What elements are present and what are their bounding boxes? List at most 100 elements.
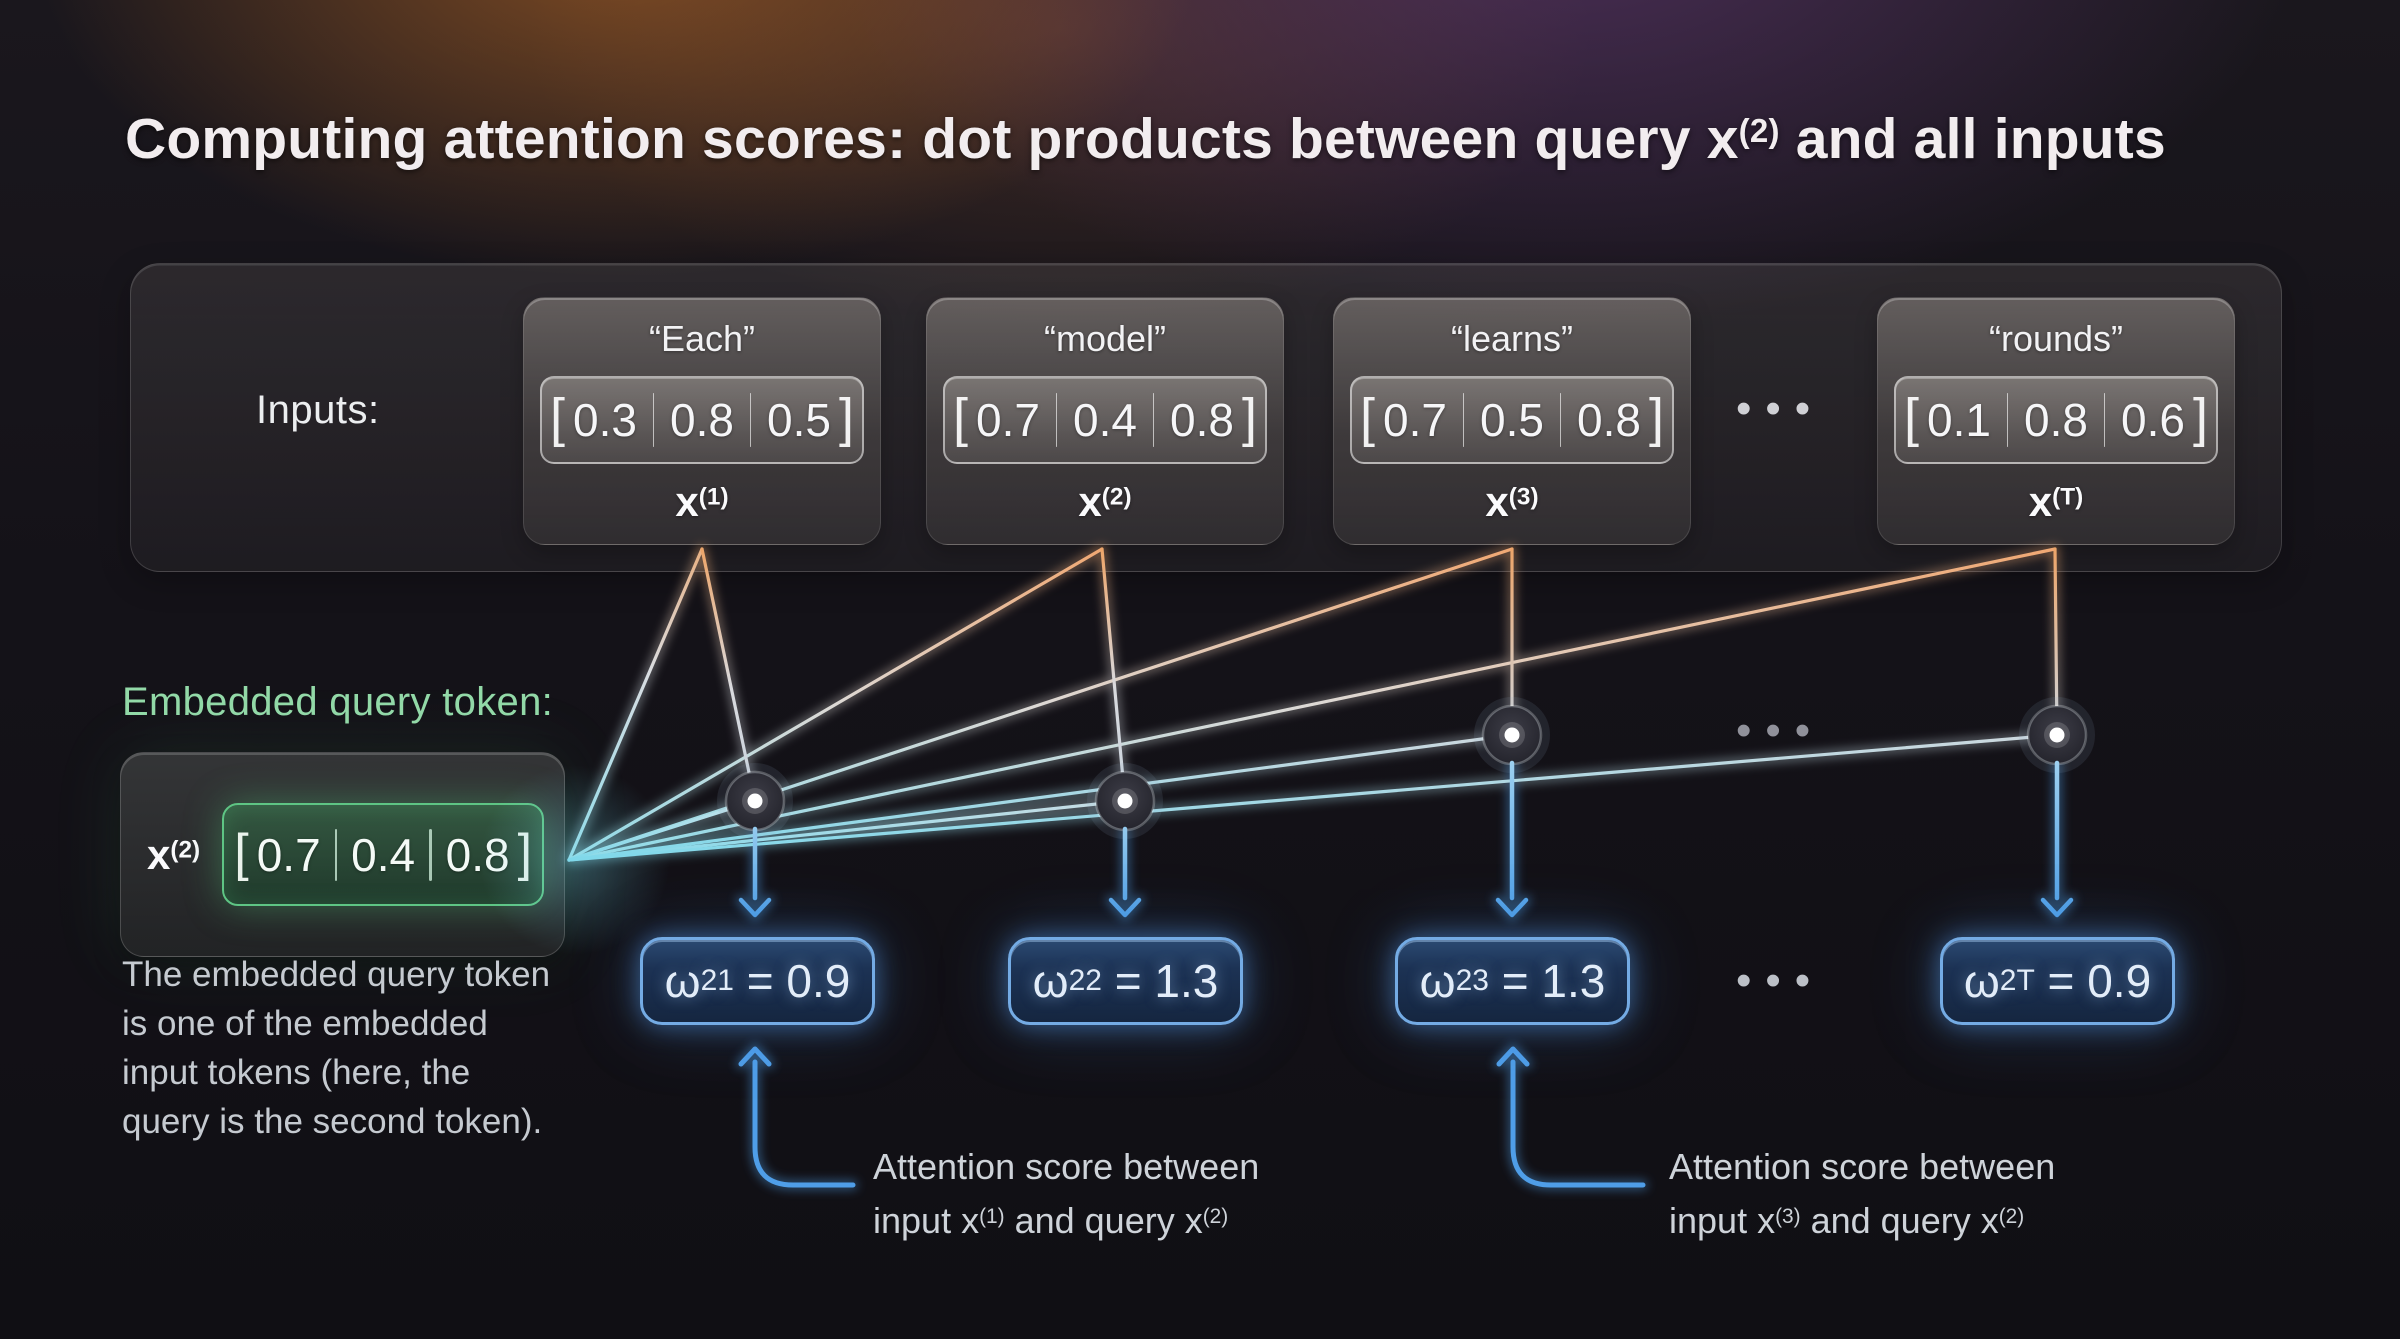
var-base: x: [1485, 478, 1509, 525]
vector-value: 0.7: [256, 828, 321, 881]
var-base: x: [2028, 478, 2053, 525]
omega-subscript: 21: [700, 964, 734, 997]
fan-lines-query-to-circles: [567, 733, 2059, 862]
token-vector: [ 0.1 0.8 0.6 ]: [1894, 376, 2218, 464]
var-superscript: (2): [170, 835, 201, 863]
token-card-rounds: “rounds” [ 0.1 0.8 0.6 ] x(T): [1877, 297, 2235, 545]
bracket-open: [: [1904, 388, 1920, 448]
var-superscript: (3): [1508, 483, 1539, 511]
var-base: x: [1078, 478, 1102, 525]
annotation-text: input x: [1669, 1200, 1776, 1242]
var-superscript: (T): [2052, 483, 2084, 511]
omega-symbol: ω: [664, 955, 701, 1007]
vector-value: 0.4: [351, 828, 416, 881]
var-base: x: [147, 830, 171, 878]
vector-value: 0.7: [1383, 394, 1447, 446]
vector-divider: [2006, 393, 2009, 447]
vector-divider: [1559, 393, 1562, 447]
vertical-lines-inputs-to-circles: [700, 547, 2059, 803]
token-word: “Each”: [648, 318, 756, 359]
diagonal-lines-query-to-inputs: [567, 547, 2057, 862]
vector-value: 0.7: [976, 394, 1040, 446]
vector-divider: [1152, 393, 1155, 447]
omega-subscript: 23: [1455, 964, 1489, 997]
token-word: “learns”: [1450, 318, 1574, 359]
vector-divider: [1462, 393, 1465, 447]
score-value: = 0.9: [2034, 955, 2152, 1007]
vector-divider: [2103, 393, 2106, 447]
vector-value: 0.8: [445, 828, 510, 881]
down-arrows-to-scores: [738, 760, 2074, 918]
annotation-superscript: (1): [979, 1205, 1005, 1228]
dot-product-circles: [717, 697, 2095, 839]
line-glow-layer: [565, 545, 2076, 1190]
vector-divider: [749, 393, 752, 447]
annotation-text: and query x: [1800, 1200, 1999, 1242]
token-card-learns: “learns” [ 0.7 0.5 0.8 ] x(3): [1333, 297, 1691, 545]
dot-product-circle-4: [2019, 697, 2095, 773]
bracket-open: [: [550, 388, 566, 448]
vector-value: 0.8: [2024, 394, 2088, 446]
bracket-open: [: [1360, 388, 1376, 448]
var-superscript: (1): [698, 483, 729, 511]
vector-value: 0.3: [573, 394, 637, 446]
token-vector: [ 0.7 0.4 0.8 ]: [943, 376, 1267, 464]
annotation-score-1: Attention score between input x(1) and q…: [873, 1142, 1259, 1246]
token-card-model: “model” [ 0.7 0.4 0.8 ] x(2): [926, 297, 1284, 545]
vector-value: 0.6: [2121, 394, 2185, 446]
vector-value: 0.5: [1480, 394, 1544, 446]
vector-divider: [1055, 393, 1058, 447]
score-value: = 1.3: [1488, 955, 1606, 1007]
score-row-ellipsis: •••: [1736, 956, 1825, 1005]
omega-symbol: ω: [1032, 955, 1069, 1007]
bracket-close: ]: [2192, 388, 2208, 448]
score-value: = 1.3: [1101, 955, 1219, 1007]
bracket-close: ]: [1648, 388, 1664, 448]
var-superscript: (2): [1101, 483, 1132, 511]
token-var-label: x(T): [2029, 478, 2083, 526]
dot-product-circle-2: [1087, 763, 1163, 839]
score-value: = 0.9: [733, 955, 851, 1007]
input-row-ellipsis: •••: [1736, 384, 1825, 433]
token-word: “model”: [1043, 318, 1167, 359]
token-vector: [ 0.7 0.5 0.8 ]: [1350, 376, 1674, 464]
query-var-label: x(2): [147, 831, 200, 879]
annotation-score-3: Attention score between input x(3) and q…: [1669, 1142, 2055, 1246]
annotation-line-2: input x(3) and query x(2): [1669, 1192, 2055, 1246]
page-title: Computing attention scores: dot products…: [125, 106, 2166, 172]
bracket-open: [: [234, 823, 249, 882]
query-token-card: x(2) [ 0.7 0.4 0.8 ]: [120, 752, 565, 957]
annotation-superscript: (3): [1775, 1205, 1801, 1228]
inputs-label: Inputs:: [256, 388, 380, 432]
query-caption: The embedded query token is one of the e…: [122, 955, 551, 1141]
title-suffix: and all inputs: [1779, 107, 2166, 171]
annotation-connector-1: [738, 1046, 856, 1188]
annotation-text: and query x: [1004, 1200, 1203, 1242]
token-var-label: x(1): [675, 478, 728, 526]
query-vector: [ 0.7 0.4 0.8 ]: [222, 803, 545, 906]
vector-value: 0.1: [1927, 394, 1991, 446]
vector-value: 0.4: [1073, 394, 1137, 446]
token-var-label: x(3): [1485, 478, 1538, 526]
vector-divider: [334, 828, 338, 881]
omega-subscript: 22: [1068, 964, 1102, 997]
vector-value: 0.8: [670, 394, 734, 446]
annotation-superscript: (2): [1998, 1205, 2025, 1228]
annotation-line-1: Attention score between: [1669, 1146, 2056, 1187]
omega-symbol: ω: [1963, 955, 2000, 1007]
bracket-open: [: [953, 388, 969, 448]
bracket-close: ]: [517, 823, 533, 882]
token-word: “rounds”: [1988, 318, 2124, 359]
vector-value: 0.5: [767, 394, 831, 446]
var-base: x: [675, 478, 699, 525]
annotation-connector-2: [1496, 1046, 1646, 1188]
omega-subscript: 2T: [1999, 964, 2035, 997]
vector-value: 0.8: [1170, 394, 1234, 446]
dot-product-circle-3: [1474, 697, 1550, 773]
title-query-superscript: (2): [1738, 113, 1780, 151]
annotation-text: input x: [873, 1200, 980, 1242]
